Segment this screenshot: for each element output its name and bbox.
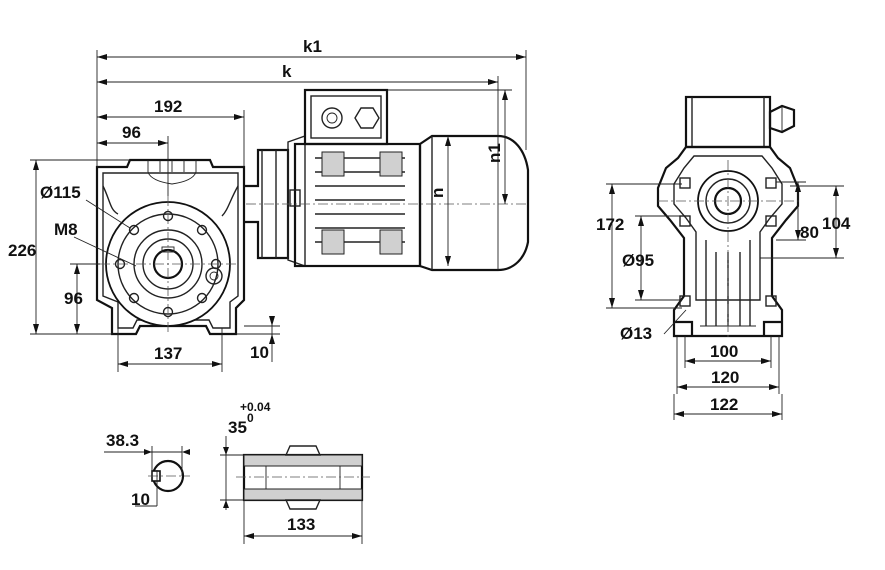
dim-122: 122 — [710, 395, 738, 414]
motor-body — [246, 88, 530, 272]
dim-k1: k1 — [303, 37, 322, 56]
tolerance-upper: +0.04 — [240, 400, 271, 414]
dim-35: 35 — [228, 418, 247, 437]
dim-d115: Ø115 — [40, 183, 81, 202]
corner-bolts — [679, 177, 777, 307]
dim-120: 120 — [711, 368, 739, 387]
dim-96-top: 96 — [122, 123, 141, 142]
dim-d13: Ø13 — [620, 324, 652, 343]
hollow-shaft-detail: 38.3 10 35 +0.04 0 133 — [104, 400, 370, 544]
dim-10-base: 10 — [250, 343, 269, 362]
dim-n1: n1 — [485, 143, 504, 163]
dim-38-3: 38.3 — [106, 431, 139, 450]
dim-172: 172 — [596, 215, 624, 234]
dim-10-key: 10 — [131, 490, 150, 509]
dim-137: 137 — [154, 344, 182, 363]
front-view — [656, 95, 800, 340]
dim-80: 80 — [800, 223, 819, 242]
dim-d95: Ø95 — [622, 251, 654, 270]
tolerance-lower: 0 — [247, 411, 254, 425]
dim-n: n — [428, 188, 447, 198]
dim-m8: M8 — [54, 220, 78, 239]
dim-k: k — [282, 62, 292, 81]
dim-133: 133 — [287, 515, 315, 534]
dim-226: 226 — [8, 241, 36, 260]
front-view-dimensions: 172 Ø95 Ø13 80 104 100 120 — [596, 181, 851, 420]
dim-192: 192 — [154, 97, 182, 116]
output-flange — [100, 196, 238, 332]
dim-100: 100 — [710, 342, 738, 361]
dim-96-left: 96 — [64, 289, 83, 308]
dim-104: 104 — [822, 214, 851, 233]
side-view — [95, 88, 530, 336]
side-view-dimensions: k1 k 192 96 n1 n Ø115 M8 226 — [8, 37, 527, 372]
bolt-holes — [114, 210, 222, 318]
